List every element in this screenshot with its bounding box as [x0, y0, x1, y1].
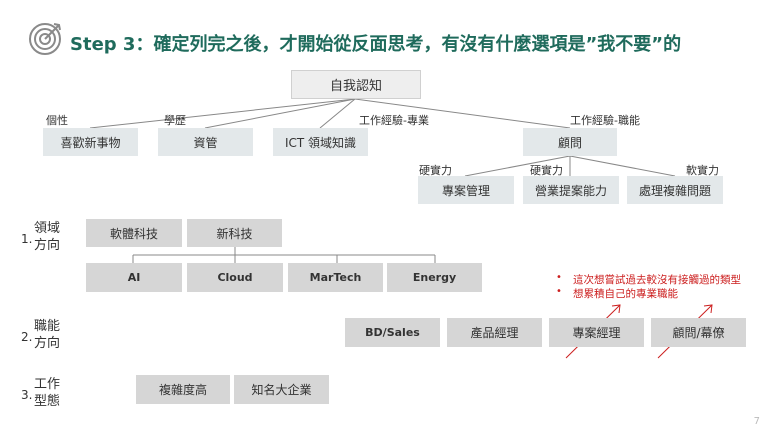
node-high-complexity: 複雜度高 [136, 375, 230, 404]
node-sales-proposal: 營業提案能力 [523, 176, 619, 204]
root-node-self-awareness: 自我認知 [291, 70, 421, 99]
row3-label-line1: 工作 [34, 377, 61, 392]
node-new-tech: 新科技 [187, 219, 282, 247]
node-product-manager: 產品經理 [447, 318, 542, 347]
row3-number: 3. [21, 388, 33, 402]
row2-label: 職能 方向 [34, 318, 60, 352]
label-work-domain: 工作經驗-專業 [359, 114, 429, 127]
label-personality: 個性 [46, 114, 68, 127]
node-ai: AI [86, 263, 182, 292]
row1-number: 1. [21, 232, 33, 246]
row3-label: 工作 型態 [34, 376, 60, 410]
note-2: 想累積自己的專業職能 [573, 288, 678, 300]
node-project-management: 專案管理 [418, 176, 514, 204]
page-number: 7 [753, 416, 760, 427]
row2-label-line2: 方向 [34, 336, 61, 351]
node-martech: MarTech [288, 263, 383, 292]
label-hard-skill-1: 硬實力 [419, 164, 452, 177]
node-likes-new-things: 喜歡新事物 [43, 128, 138, 156]
row2-number: 2. [21, 330, 33, 344]
label-soft-skill: 軟實力 [686, 164, 719, 177]
label-work-function: 工作經驗-職能 [570, 114, 640, 127]
row1-label-line1: 領域 [34, 221, 61, 236]
page-title: Step 3：確定列完之後，才開始從反面思考，有沒有什麼選項是”我不要”的 [70, 34, 682, 55]
node-software-tech: 軟體科技 [86, 219, 182, 247]
node-well-known-enterprise: 知名大企業 [234, 375, 329, 404]
node-project-manager: 專案經理 [549, 318, 644, 347]
node-consultant-staff: 顧問/幕僚 [651, 318, 746, 347]
node-complex-problems: 處理複雜問題 [627, 176, 723, 204]
note-bullet-2: • [556, 286, 562, 297]
node-consultant: 顧問 [523, 128, 617, 156]
note-1: 這次想嘗試過去較沒有接觸過的類型 [573, 274, 741, 286]
target-icon [28, 20, 64, 56]
label-education: 學歷 [164, 114, 186, 127]
node-cloud: Cloud [187, 263, 283, 292]
note-bullet-1: • [556, 272, 562, 283]
row2-label-line1: 職能 [34, 319, 61, 334]
node-ict-domain-knowledge: ICT 領域知識 [273, 128, 368, 156]
label-hard-skill-2: 硬實力 [530, 164, 563, 177]
node-bd-sales: BD/Sales [345, 318, 440, 347]
row1-label: 領域 方向 [34, 220, 60, 254]
row1-label-line2: 方向 [34, 238, 61, 253]
row3-label-line2: 型態 [34, 394, 61, 409]
node-information-management: 資管 [158, 128, 253, 156]
node-energy: Energy [387, 263, 482, 292]
